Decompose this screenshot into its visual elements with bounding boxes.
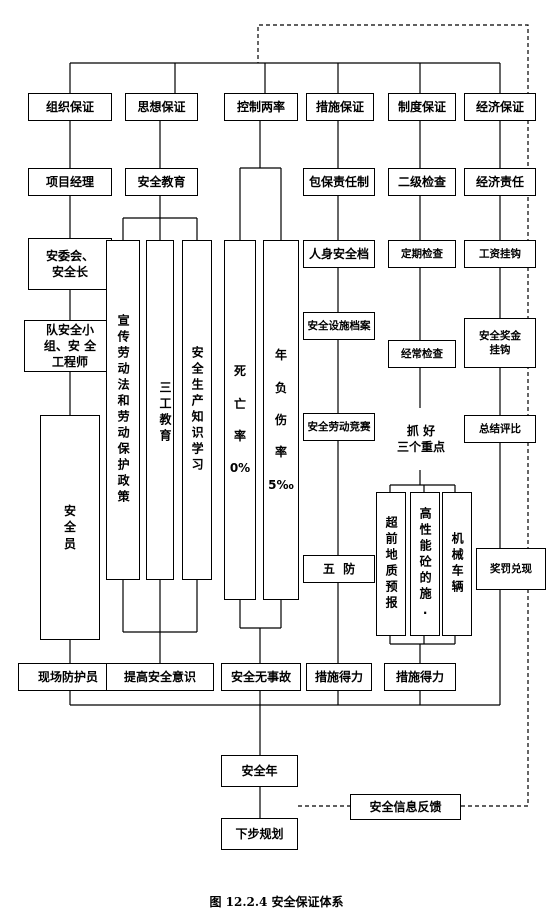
label: 安全信息反馈: [369, 799, 442, 814]
label: 包保责任制: [308, 174, 369, 189]
label: 年 负 伤 率 5‰: [268, 348, 294, 492]
label: 人身安全档: [308, 246, 369, 261]
label: 经常检查: [401, 347, 443, 360]
label: 经济责任: [475, 174, 524, 189]
box-personal-safety-file: 人身安全档: [303, 240, 375, 268]
box-system-guarantee: 制度保证: [388, 93, 456, 121]
box-two-level-inspection: 二级检查: [388, 168, 456, 196]
label: 抓 好 三个重点: [396, 423, 445, 454]
box-responsibility-system: 包保责任制: [303, 168, 375, 196]
label: 奖罚兑现: [490, 562, 532, 575]
label: 安委会、 安全长: [45, 248, 94, 279]
label: 二级检查: [397, 174, 446, 189]
box-site-protector: 现场防护员: [18, 663, 118, 691]
label: 安全生产知识学习: [190, 346, 205, 474]
label: 措施得力: [314, 669, 363, 684]
label: 制度保证: [397, 99, 446, 114]
box-raise-awareness: 提高安全意识: [106, 663, 214, 691]
box-project-manager: 项目经理: [28, 168, 112, 196]
box-next-plan: 下步规划: [221, 818, 298, 850]
label: 安全设施档案: [307, 319, 371, 332]
box-safety-knowledge: 安全生产知识学习: [182, 240, 212, 580]
box-five-prevention: 五 防: [303, 555, 375, 583]
label: 安全教育: [137, 174, 186, 189]
box-econ-guarantee: 经济保证: [464, 93, 536, 121]
box-safety-facility-file: 安全设施档案: [303, 312, 375, 340]
box-injury-rate: 年 负 伤 率 5‰: [263, 240, 299, 600]
box-summary-review: 总结评比: [464, 415, 536, 443]
box-geological-forecast: 超前地质预报: [376, 492, 406, 636]
label: 定期检查: [401, 247, 443, 260]
label: 思想保证: [137, 99, 186, 114]
label: 安全劳动竞赛: [307, 420, 371, 433]
label: 项目经理: [45, 174, 94, 189]
label: 经济保证: [475, 99, 524, 114]
box-reward-punishment: 奖罚兑现: [476, 548, 546, 590]
label: 措施保证: [315, 99, 364, 114]
box-wage-link: 工资挂钩: [464, 240, 536, 268]
label: 五 防: [322, 561, 356, 576]
box-bonus-link: 安全奖金 挂钩: [464, 318, 536, 368]
box-no-accident: 安全无事故: [221, 663, 301, 691]
label: 组织保证: [45, 99, 94, 114]
box-death-rate: 死 亡 率 0%: [224, 240, 256, 600]
box-control-rates: 控制两率: [224, 93, 298, 121]
label: 三工教育: [158, 381, 172, 445]
box-safety-year: 安全年: [221, 755, 298, 787]
box-three-level-education: 三工教育: [146, 240, 174, 580]
box-thought-guarantee: 思想保证: [125, 93, 198, 121]
label: 提高安全意识: [123, 669, 196, 684]
label: 安全无事故: [230, 669, 291, 684]
box-safety-team: 队安全小 组、安 全 工程师: [24, 320, 116, 372]
label: 死 亡 率 0%: [229, 364, 251, 476]
label: 超前地质预报: [384, 516, 399, 612]
label: 安全奖金 挂钩: [479, 329, 521, 356]
label: 机械车辆: [450, 532, 465, 596]
box-three-key-points: 抓 好 三个重点: [380, 408, 462, 470]
box-periodic-inspection: 定期检查: [388, 240, 456, 268]
label: 控制两率: [236, 99, 285, 114]
label: 安 全 员: [63, 504, 76, 551]
label: 现场防护员: [37, 669, 98, 684]
box-econ-responsibility: 经济责任: [464, 168, 536, 196]
label: 下步规划: [235, 826, 284, 841]
label: 宣传劳动法和劳动保护政策: [116, 314, 131, 506]
label: 安全年: [241, 763, 278, 778]
box-measure-guarantee: 措施保证: [306, 93, 374, 121]
label: 队安全小 组、安 全 工程师: [43, 322, 97, 370]
figure-caption: 图 12.2.4 安全保证体系: [209, 895, 344, 909]
box-org-guarantee: 组织保证: [28, 93, 112, 121]
label: 高性能砼的施.: [418, 507, 433, 621]
label: 措施得力: [395, 669, 444, 684]
box-machinery-vehicles: 机械车辆: [442, 492, 472, 636]
box-safety-feedback: 安全信息反馈: [350, 794, 461, 820]
box-routine-inspection: 经常检查: [388, 340, 456, 368]
label: 总结评比: [479, 422, 521, 435]
box-safety-officer: 安 全 员: [40, 415, 100, 640]
label: 工资挂钩: [479, 247, 521, 260]
box-safety-committee: 安委会、 安全长: [28, 238, 112, 290]
box-high-performance-concrete: 高性能砼的施.: [410, 492, 440, 636]
box-publicize-labor-law: 宣传劳动法和劳动保护政策: [106, 240, 140, 580]
box-safety-competition: 安全劳动竞赛: [303, 413, 375, 441]
box-measures-effective-2: 措施得力: [384, 663, 456, 691]
box-measures-effective-1: 措施得力: [306, 663, 372, 691]
box-safety-education: 安全教育: [125, 168, 198, 196]
